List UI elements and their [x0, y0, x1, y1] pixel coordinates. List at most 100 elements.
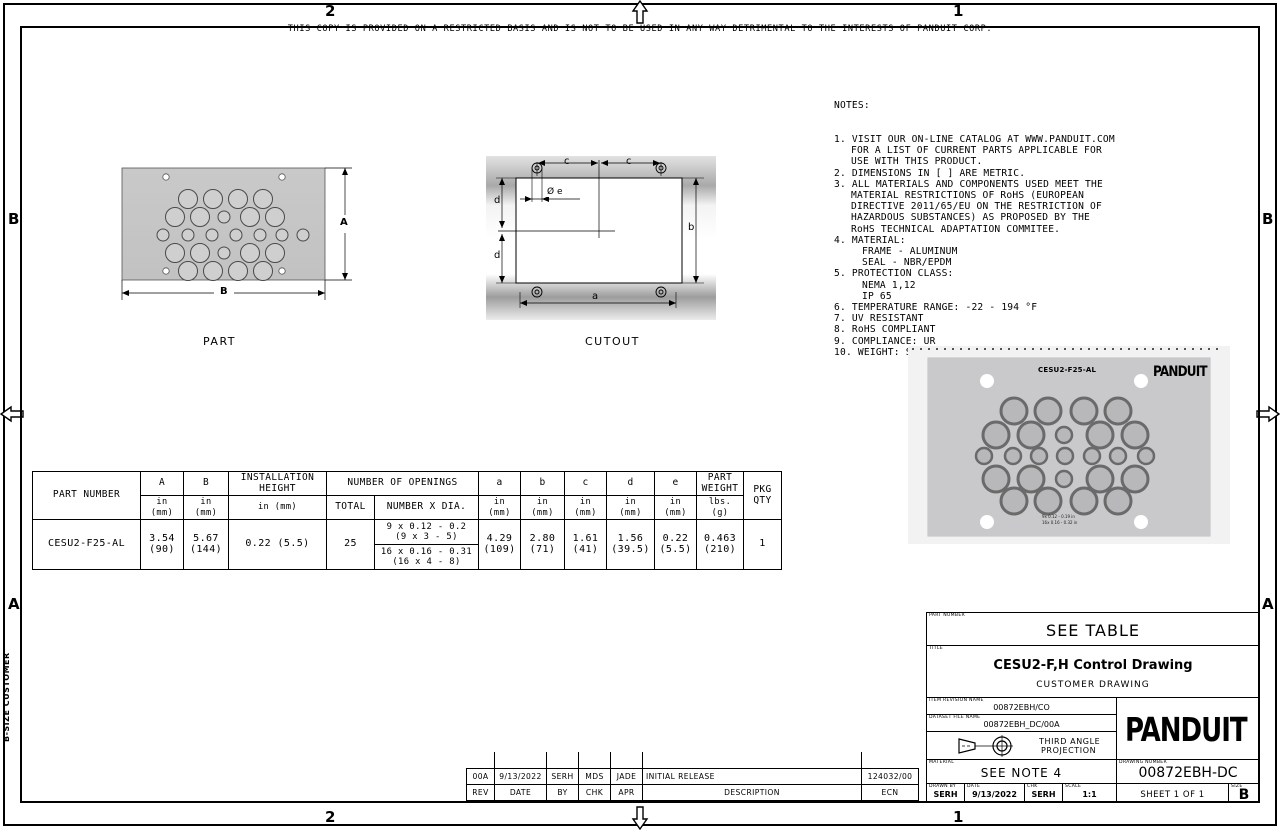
note-line-12: SEAL - NBR/EPDM [862, 257, 952, 269]
part-figure-caption: PART [203, 335, 237, 348]
note-line-3: USE WITH THIS PRODUCT. [851, 156, 983, 168]
th-dim-a-units: in(mm) [478, 495, 521, 520]
tb-item-revision-value: 00872EBH/CO [993, 703, 1050, 712]
rev-by: SERH [546, 767, 579, 785]
note-line-4: 2. DIMENSIONS IN [ ] ARE METRIC. [834, 167, 1026, 179]
tb-part-number-cell: PART NUMBER SEE TABLE [927, 613, 1259, 646]
tb-date-tag: DATE [967, 784, 981, 789]
tb-sheet-value: SHEET 1 OF 1 [1140, 790, 1205, 800]
th-dim-d: d [606, 471, 655, 496]
cutout-dim-c2-label: c [626, 156, 632, 167]
tb-date-value: 9/13/2022 [972, 790, 1017, 799]
cell-dim-d: 1.56(39.5) [606, 519, 655, 570]
note-line-2: FOR A LIST OF CURRENT PARTS APPLICABLE F… [851, 145, 1102, 157]
tb-scale-value: 1:1 [1082, 790, 1097, 799]
photo-brand-logo: PANDUIT [1153, 363, 1208, 380]
tb-material-cell: MATERIAL SEE NOTE 4 [927, 760, 1117, 784]
th-dim-e-units: in(mm) [654, 495, 697, 520]
tb-drawn-by-value: SERH [933, 790, 958, 799]
tb-dataset-cell: DATASET FILE NAME 00872EBH_DC/00A [927, 715, 1117, 732]
th-installation-height: INSTALLATION HEIGHT [228, 471, 327, 496]
rev-blank-6 [642, 752, 862, 769]
th-dim-b: b [520, 471, 565, 496]
rev-chk: MDS [578, 767, 611, 785]
rev-description: INITIAL RELEASE [642, 767, 862, 785]
restricted-use-notice: THIS COPY IS PROVIDED ON A RESTRICTED BA… [287, 24, 993, 34]
cell-dim-e: 0.22(5.5) [654, 519, 697, 570]
tb-drawn-by-tag: DRAWN BY [929, 784, 956, 789]
sheet-size-customer-label: B-SIZE CUSTOMER [2, 652, 11, 742]
th-dim-a: a [478, 471, 521, 496]
th-dim-b-units: in(mm) [520, 495, 565, 520]
cutout-dim-e-label: Ø e [547, 187, 563, 197]
tb-bottom-strip: DRAWN BY SERH DATE 9/13/2022 CHK SERH SC… [927, 784, 1259, 803]
tb-sheet-cell: SHEET 1 OF 1 [1117, 784, 1229, 803]
th-install-units: in (mm) [228, 495, 327, 520]
third-angle-projection-icon [949, 735, 1029, 761]
note-line-18: 8. RoHS COMPLIANT [834, 324, 936, 336]
part-figure: A B [100, 155, 370, 335]
note-line-13: 5. PROTECTION CLASS: [834, 268, 954, 280]
note-line-10: 4. MATERIAL: [834, 234, 906, 246]
product-photo: CESU2-F25-AL PANDUIT 9x 0.12 - 0.19 in 1… [908, 346, 1230, 544]
rev-blank-5 [610, 752, 643, 769]
cell-part-number: CESU2-F25-AL [32, 519, 141, 570]
cell-dim-c: 1.61(41) [564, 519, 607, 570]
tb-brand-cell: PANDUIT [1117, 698, 1259, 760]
th-number-x-dia: NUMBER X DIA. [374, 495, 479, 520]
tb-title-cell: TITLE CESU2-F,H Control Drawing CUSTOMER… [927, 646, 1259, 698]
tb-material-tag: MATERIAL [929, 760, 955, 765]
zone-label-left-a: A [8, 595, 20, 613]
rev-label-description: DESCRIPTION [642, 783, 862, 801]
tb-projection-cell: THIRD ANGLE PROJECTION [927, 732, 1117, 760]
note-line-8: HAZARDOUS SUBSTANCES) AS PROPOSED BY THE [851, 212, 1091, 224]
revision-block: 00A 9/13/2022 SERH MDS JADE INITIAL RELE… [466, 752, 919, 801]
th-total: TOTAL [326, 495, 375, 520]
zone-label-top-2: 2 [325, 2, 336, 20]
note-line-7: DIRECTIVE 2011/65/EU ON THE RESTRICTION … [851, 201, 1102, 213]
note-line-5: 3. ALL MATERIALS AND COMPONENTS USED MEE… [834, 178, 1103, 190]
part-dim-a-label: A [340, 217, 348, 228]
revision-header-row: REV DATE BY CHK APR DESCRIPTION ECN [466, 783, 919, 801]
th-weight-units: lbs.(g) [696, 495, 744, 520]
tb-title-value: CESU2-F,H Control Drawing [993, 658, 1193, 673]
rev-label-ecn: ECN [861, 783, 919, 801]
center-mark-arrow-right-icon [1256, 402, 1280, 426]
th-part-weight: PART WEIGHT [696, 471, 744, 496]
tb-date-cell: DATE 9/13/2022 [965, 784, 1025, 803]
cutout-dim-b-label: b [688, 222, 695, 233]
photo-part-label: CESU2-F25-AL [1038, 366, 1097, 374]
tb-projection-line-2: PROJECTION [1041, 746, 1097, 755]
th-a-units: in(mm) [140, 495, 184, 520]
photo-spec-line-1: 9x 0.12 - 0.19 in [1042, 514, 1075, 519]
notes-block: NOTES: 1. VISIT OUR ON-LINE CATALOG AT W… [834, 78, 1115, 380]
zone-label-bottom-2: 2 [325, 808, 336, 826]
revision-row: 00A 9/13/2022 SERH MDS JADE INITIAL RELE… [466, 767, 919, 785]
part-dim-b-label: B [220, 286, 228, 297]
table-row: CESU2-F25-AL 3.54(90) 5.67(144) 0.22 (5.… [32, 519, 782, 570]
tb-size-cell: SIZE B [1229, 784, 1259, 803]
th-number-of-openings: NUMBER OF OPENINGS [326, 471, 479, 496]
zone-label-right-a: A [1262, 595, 1274, 613]
th-dim-c: c [564, 471, 607, 496]
note-line-15: IP 65 [862, 290, 892, 302]
rev-label-rev: REV [466, 783, 495, 801]
rev-apr: JADE [610, 767, 643, 785]
note-line-16: 6. TEMPERATURE RANGE: -22 - 194 °F [834, 302, 1038, 314]
tb-item-revision-cell: ITEM REVISION NAME 00872EBH/CO [927, 698, 1117, 715]
center-mark-arrow-bottom-icon [628, 806, 652, 830]
tb-projection-line-1: THIRD ANGLE [1039, 737, 1101, 746]
th-pkg-qty: PKG QTY [743, 471, 782, 520]
tb-drawing-number-tag: DRAWING NUMBER [1119, 760, 1167, 765]
revision-blank-row [466, 752, 919, 769]
photo-spec-line-2: 16x 0.16 - 0.32 in [1042, 520, 1078, 525]
rev-ecn: 124032/00 [861, 767, 919, 785]
parts-table: PART NUMBER A B INSTALLATION HEIGHT NUMB… [32, 471, 782, 570]
rev-blank-2 [494, 752, 547, 769]
tb-chk-value: SERH [1031, 790, 1056, 799]
tb-part-number-tag: PART NUMBER [929, 613, 966, 618]
cell-openings-2: 16 x 0.16 - 0.31 (16 x 4 - 8) [380, 547, 473, 567]
th-part-number: PART NUMBER [32, 471, 141, 520]
note-line-14: NEMA 1,12 [862, 279, 916, 291]
